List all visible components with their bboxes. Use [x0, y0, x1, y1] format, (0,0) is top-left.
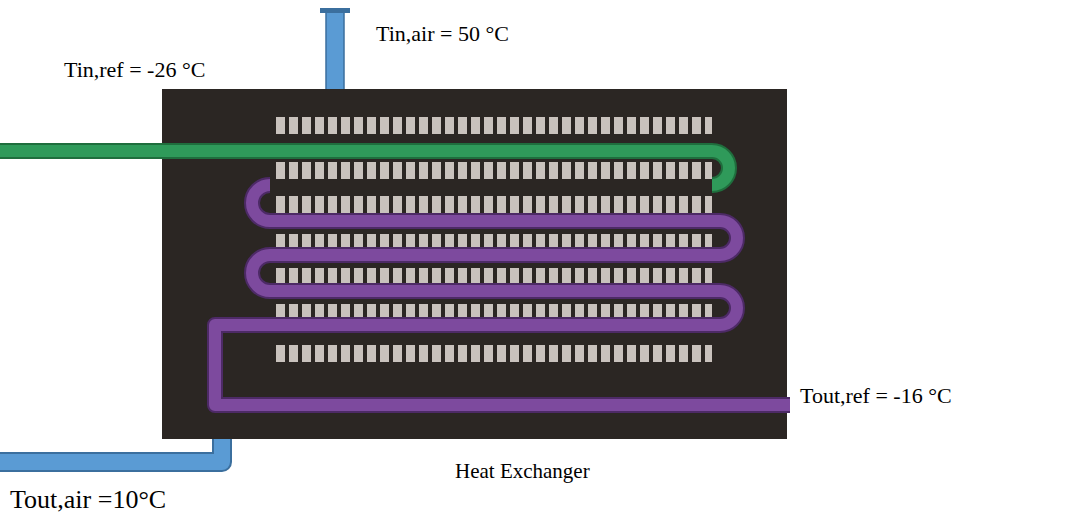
device-name: Heat Exchanger — [455, 460, 590, 483]
fin-row — [276, 162, 712, 179]
air-outlet-pipe-edge — [0, 436, 222, 462]
air-inlet-pipe — [326, 10, 344, 90]
temperature-label: Tout,air =10°C — [10, 486, 166, 515]
pipe-flange — [320, 8, 350, 13]
temperature-label: Tout,ref = -16 °C — [800, 384, 952, 408]
fin-row — [276, 196, 712, 213]
air-outlet-pipe — [0, 436, 222, 462]
refrigerant-tube — [0, 151, 790, 405]
fin-row — [276, 117, 712, 134]
fin-row — [276, 345, 712, 362]
fin-row — [276, 268, 712, 285]
temperature-label: Tin,ref = -26 °C — [64, 58, 205, 82]
temperature-label: Tin,air = 50 °C — [376, 22, 509, 46]
